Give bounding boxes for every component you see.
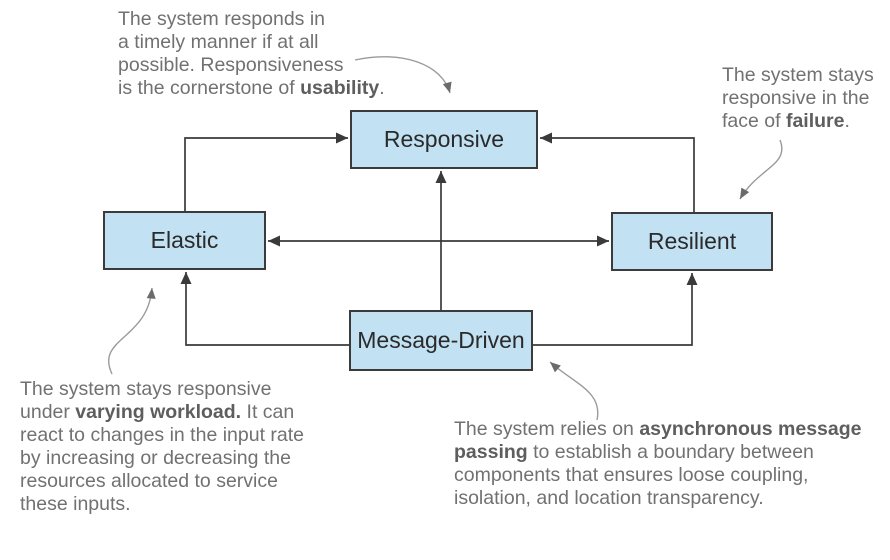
arrow-message-to-resilient [533,273,698,346]
arrow-elastic-to-responsive [184,132,348,211]
node-message-driven-label: Message-Driven [357,327,525,353]
note-responsive: The system responds in a timely manner i… [118,8,385,99]
note-elastic: The system stays responsive under varyin… [20,378,305,515]
pointer-note-to-message [549,361,599,421]
pointer-note-to-responsive [354,56,452,94]
note-message-driven: The system relies on asynchronous messag… [454,418,862,509]
pointer-note-to-resilient [739,139,783,200]
node-elastic: Elastic [103,211,266,270]
arrow-resilient-to-responsive [540,132,695,212]
arrow-message-to-elastic [180,272,349,346]
pointer-note-to-elastic [107,287,156,375]
node-resilient-label: Resilient [647,228,737,254]
node-responsive-label: Responsive [383,126,505,152]
node-elastic-label: Elastic [150,227,219,253]
note-resilient: The system stays responsive in the face … [722,64,874,132]
node-resilient: Resilient [611,212,773,271]
node-responsive: Responsive [350,110,538,169]
node-message-driven: Message-Driven [349,310,533,371]
